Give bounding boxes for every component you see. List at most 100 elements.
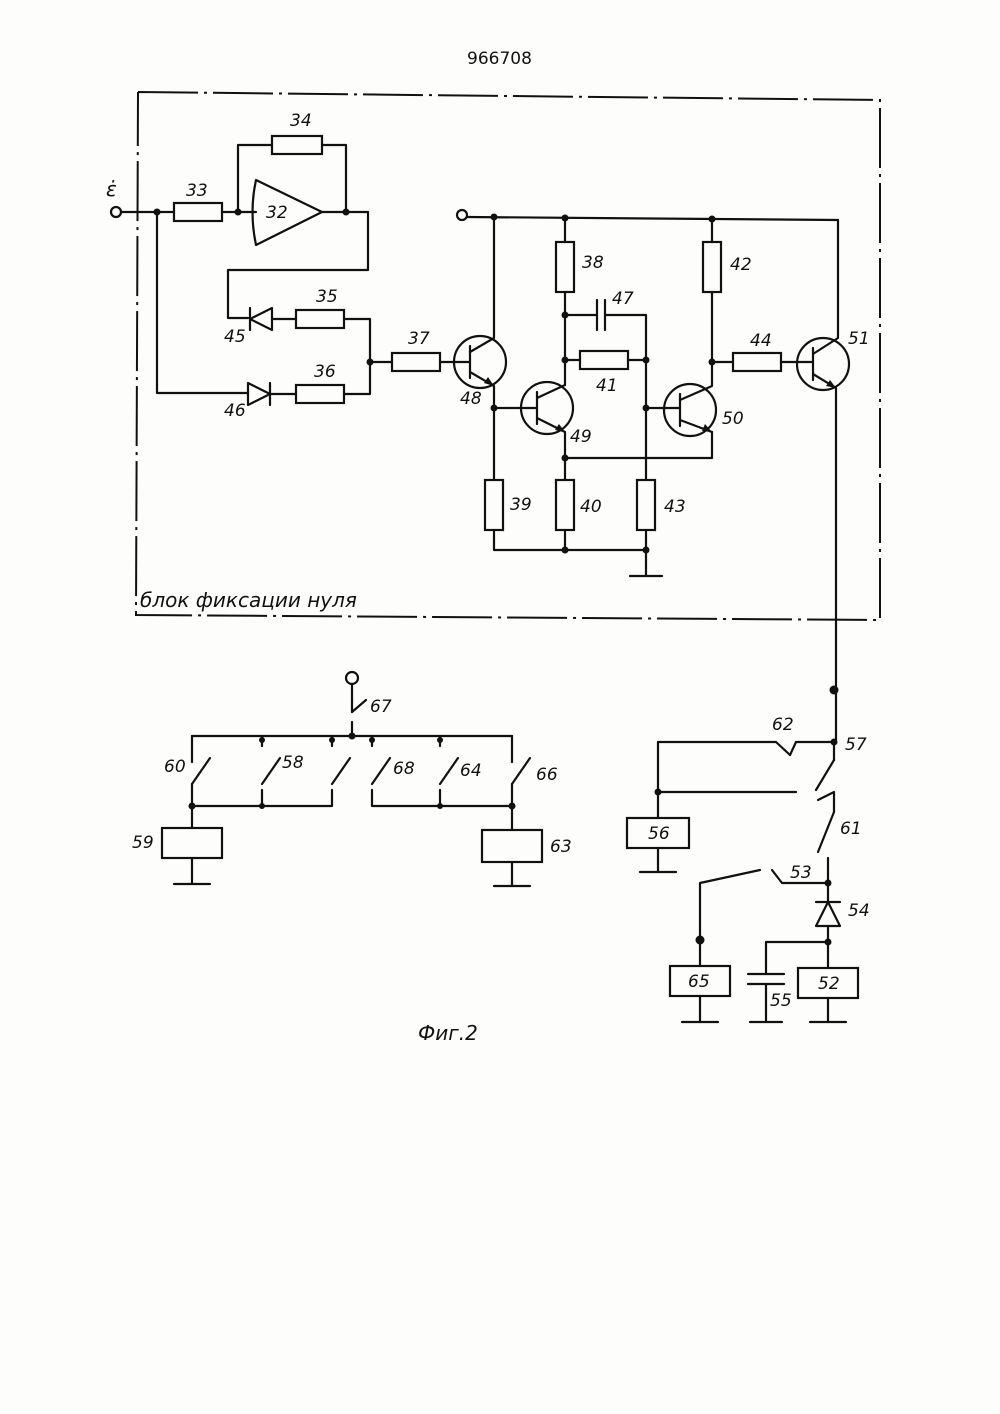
contact-68: [372, 758, 390, 784]
resistor-41: [580, 351, 628, 369]
label-33: 33: [186, 181, 208, 201]
label-67: 67: [370, 697, 392, 717]
transistor-51: [797, 338, 849, 390]
label-64: 64: [460, 761, 482, 781]
contact-61: [818, 812, 834, 852]
supply-terminal: [346, 672, 358, 684]
label-48: 48: [460, 389, 482, 409]
contact: [332, 758, 350, 784]
wire: [344, 319, 370, 362]
contact-57: [816, 760, 834, 790]
label-58: 58: [282, 753, 304, 773]
junction-dot: [437, 737, 443, 743]
label-65: 65: [688, 972, 710, 992]
junction-dot: [643, 405, 650, 412]
label-32: 32: [266, 203, 288, 223]
zero-fixing-block-boundary: [136, 92, 880, 620]
resistor-44: [733, 353, 781, 371]
label-50: 50: [722, 409, 744, 429]
wire: [238, 145, 272, 212]
label-56: 56: [648, 824, 670, 844]
resistor-40: [556, 480, 574, 530]
label-61: 61: [840, 819, 862, 839]
label-38: 38: [582, 253, 604, 273]
label-40: 40: [580, 497, 602, 517]
junction-dot: [259, 803, 265, 809]
junction-dot: [830, 686, 839, 695]
resistor-38: [556, 242, 574, 292]
label-49: 49: [570, 427, 592, 447]
junction-dot: [349, 733, 356, 740]
label-59: 59: [132, 833, 154, 853]
supply-rail: [467, 217, 838, 220]
resistor-33: [174, 203, 222, 221]
transistor-48-collector: [470, 217, 494, 352]
input-symbol: ε̇: [106, 177, 117, 201]
diode-54: [816, 902, 840, 926]
wire: [228, 212, 368, 318]
diode-46: [248, 383, 270, 405]
block-label: блок фиксации нуля: [140, 588, 357, 612]
label-34: 34: [290, 111, 312, 131]
resistor-35: [296, 310, 344, 328]
label-47: 47: [612, 289, 634, 309]
label-57: 57: [845, 735, 867, 755]
label-51: 51: [848, 329, 870, 349]
resistor-39: [485, 480, 503, 530]
supply-terminal: [457, 210, 467, 220]
transistor-51-collector: [813, 220, 838, 354]
resistor-42: [703, 242, 721, 292]
label-60: 60: [164, 757, 186, 777]
contact-62: [790, 742, 834, 755]
wire: [157, 212, 248, 393]
resistor-36: [296, 385, 344, 403]
label-35: 35: [316, 287, 338, 307]
wire: [322, 145, 346, 212]
label-46: 46: [224, 401, 246, 421]
junction-dot: [643, 357, 650, 364]
label-62: 62: [772, 715, 794, 735]
label-43: 43: [664, 497, 686, 517]
relay-coil-59: [162, 828, 222, 858]
contact-66: [512, 758, 530, 784]
label-37: 37: [408, 329, 430, 349]
label-53: 53: [790, 863, 812, 883]
resistor-43: [637, 480, 655, 530]
label-45: 45: [224, 327, 246, 347]
figure-caption: Фиг.2: [418, 1021, 478, 1045]
junction-dot: [437, 803, 443, 809]
wire: [372, 784, 512, 806]
contact-64: [440, 758, 458, 784]
resistor-37: [392, 353, 440, 371]
label-36: 36: [314, 362, 336, 382]
label-63: 63: [550, 837, 572, 857]
label-41: 41: [596, 376, 618, 396]
junction-dot: [369, 737, 375, 743]
diode-45: [250, 308, 272, 330]
contact-58: [262, 758, 280, 784]
wire: [700, 870, 760, 940]
label-55: 55: [770, 991, 792, 1011]
patent-number: 966708: [467, 49, 532, 69]
transistor-50-collector: [680, 362, 712, 400]
input-terminal: [111, 207, 121, 217]
junction-dot: [562, 547, 569, 554]
transistor-51-emitter: [813, 374, 836, 740]
label-68: 68: [393, 759, 415, 779]
junction-dot: [329, 737, 335, 743]
label-39: 39: [510, 495, 532, 515]
label-44: 44: [750, 331, 772, 351]
wire: [605, 315, 646, 480]
label-66: 66: [536, 765, 558, 785]
ground-bus: [494, 530, 646, 550]
junction-dot: [259, 737, 265, 743]
label-52: 52: [818, 974, 840, 994]
emitter-arrow: [826, 380, 836, 388]
resistor-34: [272, 136, 322, 154]
label-54: 54: [848, 901, 870, 921]
junction-dot: [643, 547, 650, 554]
relay-coil-63: [482, 830, 542, 862]
wire: [658, 742, 790, 755]
